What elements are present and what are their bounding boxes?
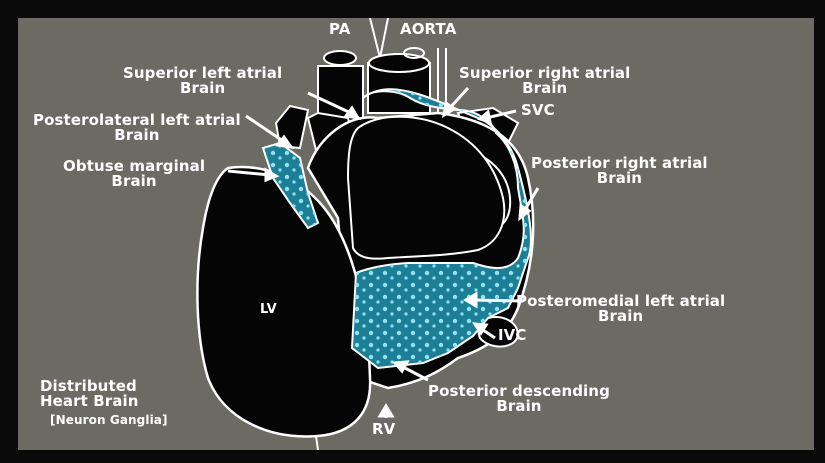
posterior-right-atrial-label: Posterior right atrialBrain xyxy=(531,156,708,186)
lv-label: LV xyxy=(260,302,277,317)
superior-left-atrial-label: Superior left atrialBrain xyxy=(123,66,282,96)
distributed-heart-brain-label: Distributed Heart Brain [Neuron Ganglia] xyxy=(40,379,168,428)
posterior-descending-label: Posterior descendingBrain xyxy=(428,384,610,414)
apex-line xyxy=(316,436,318,450)
ivc-label: IVC xyxy=(498,328,527,343)
diagram-panel: PA AORTA Superior left atrialBrain Super… xyxy=(18,18,814,450)
superior-right-atrial-label: Superior right atrialBrain xyxy=(459,66,630,96)
obtuse-marginal-label: Obtuse marginalBrain xyxy=(63,159,205,189)
aorta-label: AORTA xyxy=(400,22,456,37)
svc-label: SVC xyxy=(521,103,555,118)
pa-label: PA xyxy=(329,22,350,37)
posterolateral-left-atrial-label: Posterolateral left atrialBrain xyxy=(33,113,241,143)
rv-label: RV xyxy=(372,422,395,437)
posteromedial-left-atrial-label: Posteromedial left atrialBrain xyxy=(516,294,725,324)
